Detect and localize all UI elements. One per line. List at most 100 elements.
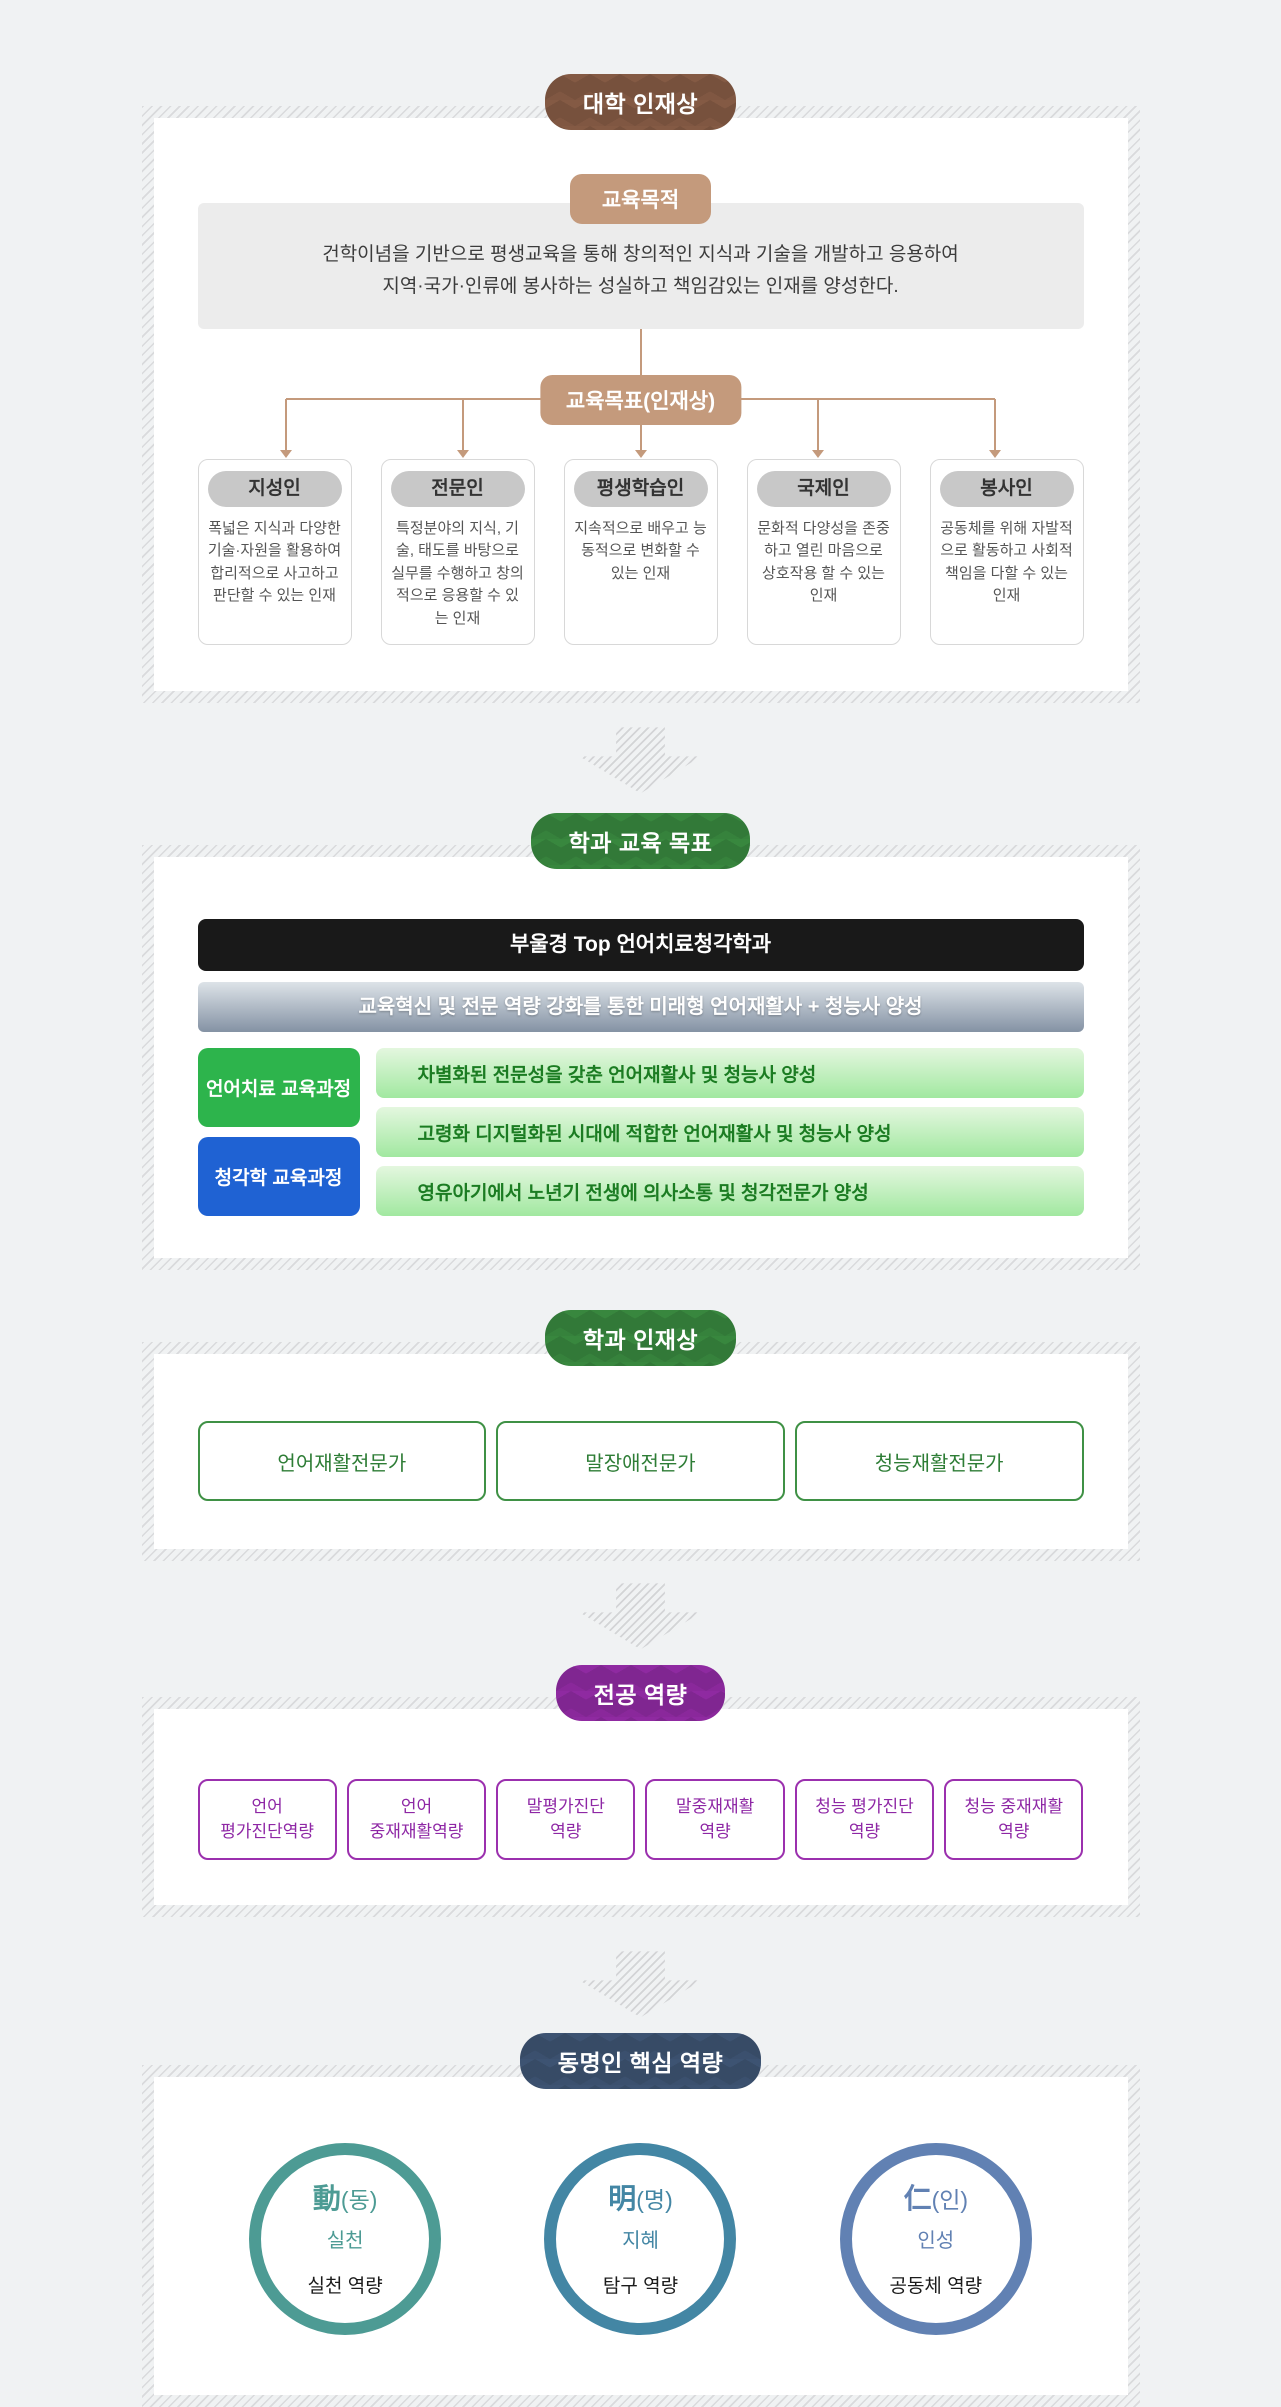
- core-circle-col: 仁(인) 인성 공동체 역량: [788, 2143, 1083, 2336]
- education-purpose-badge-label: 교육목적: [601, 189, 680, 212]
- core-symbol: 動(동): [313, 2177, 378, 2217]
- competency-line: 평가진단역량: [220, 1821, 315, 1841]
- track-goal-row: 고령화 디지털화된 시대에 적합한 언어재활사 및 청능사 양성: [375, 1107, 1084, 1158]
- track-goal-rows: 차별화된 전문성을 갖춘 언어재활사 및 청능사 양성 고령화 디지털화된 시대…: [375, 1048, 1084, 1217]
- dept-talent-badge-label: 학과 인재상: [582, 1327, 699, 1354]
- track-label-speech-therapy: 언어치료 교육과정: [197, 1048, 360, 1128]
- hangul-reading: (동): [340, 2186, 378, 2213]
- dept-subheadline-bar: 교육혁신 및 전문 역량 강화를 통한 미래형 언어재활사 + 청능사 양성: [197, 982, 1084, 1033]
- connector-line: [462, 398, 465, 451]
- arrow-down-icon: [988, 449, 1001, 458]
- connector-line: [285, 398, 288, 451]
- dept-goals-badge: 학과 교육 목표: [530, 813, 751, 870]
- talent-box-hearing-rehab: 청능재활전문가: [794, 1421, 1084, 1502]
- dept-goals-panel: 부울경 Top 언어치료청각학과 교육혁신 및 전문 역량 강화를 통한 미래형…: [141, 845, 1140, 1271]
- education-purpose-text-line1: 건학이념을 기반으로 평생교육을 통해 창의적인 지식과 기술을 개발하고 응용…: [322, 244, 959, 265]
- connector-line: [993, 398, 996, 451]
- competency-line: 언어: [400, 1797, 433, 1817]
- arrow-down-icon: [634, 449, 647, 458]
- competency-line: 역량: [550, 1821, 582, 1841]
- dept-goals-badge-label: 학과 교육 목표: [568, 830, 713, 857]
- university-talent-badge: 대학 인재상: [544, 74, 737, 130]
- core-circle-col: 明(명) 지혜 탐구 역량: [493, 2143, 788, 2336]
- hangul-reading: (인): [931, 2186, 969, 2213]
- education-purpose-text-line2: 지역·국가·인류에 봉사하는 성실하고 책임감있는 인재를 양성한다.: [382, 275, 899, 297]
- connector-line: [816, 398, 819, 451]
- core-circle-action: 動(동) 실천 실천 역량: [249, 2143, 442, 2336]
- education-goals-badge: 교육목표(인재상): [539, 374, 742, 425]
- goal-box-volunteer: 봉사인 공동체를 위해 자발적으로 활동하고 사회적 책임을 다할 수 있는인재: [929, 458, 1084, 646]
- goal-desc: 공동체를 위해 자발적으로 활동하고 사회적 책임을 다할 수 있는인재: [940, 519, 1073, 605]
- goal-box-professional: 전문인 특정분야의 지식, 기술, 태도를 바탕으로 실무를 수행하고 창의적으…: [380, 458, 535, 646]
- dept-talent-panel-inner: 언어재활전문가 말장애전문가 청능재활전문가: [153, 1354, 1128, 1550]
- goal-title: 전문인: [390, 470, 525, 507]
- competency-line: 청능 평가진단: [815, 1797, 914, 1817]
- core-competency-badge: 동명인 핵심 역량: [519, 2033, 762, 2090]
- education-goals-row: 지성인 폭넓은 지식과 다양한 기술·자원을 활용하여 합리적으로 사고하고 판…: [197, 458, 1084, 646]
- core-symbol: 明(명): [608, 2177, 673, 2217]
- competency-box: 청능 중재재활 역량: [944, 1779, 1084, 1861]
- goal-title: 평생학습인: [573, 470, 708, 507]
- major-competency-panel: 언어 평가진단역량 언어 중재재활역량 말평가진단 역량 말중재재활 역량 청능…: [141, 1697, 1140, 1918]
- core-circle-col: 動(동) 실천 실천 역량: [198, 2143, 493, 2336]
- track-label-column: 언어치료 교육과정 청각학 교육과정: [197, 1048, 360, 1217]
- competency-box: 말중재재활 역량: [645, 1779, 785, 1861]
- university-talent-badge-label: 대학 인재상: [582, 91, 699, 117]
- track-goal-row: 영유아기에서 노년기 전생에 의사소통 및 청각전문가 양성: [375, 1166, 1084, 1217]
- connector-line: [639, 398, 642, 451]
- dept-talent-badge: 학과 인재상: [544, 1310, 737, 1367]
- goal-desc: 특정분야의 지식, 기술, 태도를 바탕으로 실무를 수행하고 창의적으로 응용…: [391, 519, 524, 627]
- core-label: 실천 역량: [307, 2275, 383, 2297]
- competency-line: 역량: [998, 1821, 1030, 1841]
- competency-box: 언어 중재재활역량: [346, 1779, 487, 1861]
- competency-row: 언어 평가진단역량 언어 중재재활역량 말평가진단 역량 말중재재활 역량 청능…: [197, 1779, 1084, 1861]
- core-competency-panel: 動(동) 실천 실천 역량 明(명) 지혜 탐구 역량 仁(인) 인성 공동체 …: [141, 2065, 1140, 2407]
- hanja-character: 動: [312, 2182, 341, 2214]
- competency-box: 말평가진단 역량: [496, 1779, 636, 1861]
- arrow-down-icon: [811, 449, 824, 458]
- hanja-character: 仁: [903, 2182, 932, 2214]
- goals-connector-diagram: 교육목표(인재상): [198, 328, 1084, 459]
- competency-line: 말평가진단: [526, 1797, 605, 1817]
- core-word: 인성: [917, 2229, 955, 2252]
- hanja-character: 明: [608, 2182, 637, 2214]
- goal-title: 봉사인: [939, 470, 1074, 507]
- major-competency-panel-inner: 언어 평가진단역량 언어 중재재활역량 말평가진단 역량 말중재재활 역량 청능…: [153, 1709, 1128, 1906]
- goal-desc: 폭넓은 지식과 다양한 기술·자원을 활용하여 합리적으로 사고하고 판단할 수…: [207, 519, 342, 605]
- competency-line: 말중재재활: [676, 1797, 755, 1817]
- connector-line: [639, 328, 642, 378]
- dept-headline-bar: 부울경 Top 언어치료청각학과: [197, 919, 1084, 972]
- competency-box: 청능 평가진단 역량: [794, 1779, 935, 1861]
- core-circle-row: 動(동) 실천 실천 역량 明(명) 지혜 탐구 역량 仁(인) 인성 공동체 …: [198, 2143, 1084, 2336]
- education-goals-badge-label: 교육목표(인재상): [565, 389, 716, 413]
- section-divider-arrow-icon: [579, 1583, 702, 1650]
- education-purpose-badge: 교육목적: [569, 174, 712, 224]
- dept-talent-panel: 언어재활전문가 말장애전문가 청능재활전문가: [141, 1342, 1140, 1562]
- section-divider-arrow-icon: [579, 727, 702, 794]
- goal-title: 지성인: [207, 470, 342, 507]
- core-symbol: 仁(인): [904, 2177, 969, 2217]
- core-word: 실천: [326, 2229, 364, 2252]
- competency-line: 역량: [848, 1821, 881, 1841]
- core-circle-humanity: 仁(인) 인성 공동체 역량: [839, 2143, 1032, 2336]
- arrow-down-icon: [457, 449, 470, 458]
- goal-box-intellectual: 지성인 폭넓은 지식과 다양한 기술·자원을 활용하여 합리적으로 사고하고 판…: [197, 458, 352, 646]
- university-talent-panel-inner: 교육목적 건학이념을 기반으로 평생교육을 통해 창의적인 지식과 기술을 개발…: [153, 118, 1128, 692]
- talent-box-speech-rehab: 언어재활전문가: [197, 1421, 487, 1502]
- track-label-audiology: 청각학 교육과정: [197, 1137, 360, 1217]
- goal-desc: 지속적으로 배우고 능동적으로 변화할 수 있는 인재: [574, 519, 707, 582]
- major-competency-badge-label: 전공 역량: [593, 1682, 688, 1709]
- core-label: 공동체 역량: [889, 2275, 983, 2297]
- curriculum-tracks: 언어치료 교육과정 청각학 교육과정 차별화된 전문성을 갖춘 언어재활사 및 …: [197, 1048, 1084, 1217]
- talent-box-speech-disorder: 말장애전문가: [496, 1421, 785, 1502]
- dept-goals-panel-inner: 부울경 Top 언어치료청각학과 교육혁신 및 전문 역량 강화를 통한 미래형…: [153, 857, 1128, 1259]
- competency-line: 청능 중재재활: [964, 1797, 1064, 1817]
- competency-line: 역량: [699, 1821, 731, 1841]
- goal-box-global-citizen: 국제인 문화적 다양성을 존중하고 열린 마음으로 상호작용 할 수 있는 인재: [746, 458, 901, 646]
- university-talent-panel: 교육목적 건학이념을 기반으로 평생교육을 통해 창의적인 지식과 기술을 개발…: [141, 106, 1140, 704]
- major-competency-badge: 전공 역량: [555, 1665, 726, 1722]
- arrow-down-icon: [280, 449, 293, 458]
- goal-title: 국제인: [756, 470, 891, 507]
- competency-line: 언어: [251, 1797, 283, 1817]
- talent-row: 언어재활전문가 말장애전문가 청능재활전문가: [197, 1421, 1084, 1502]
